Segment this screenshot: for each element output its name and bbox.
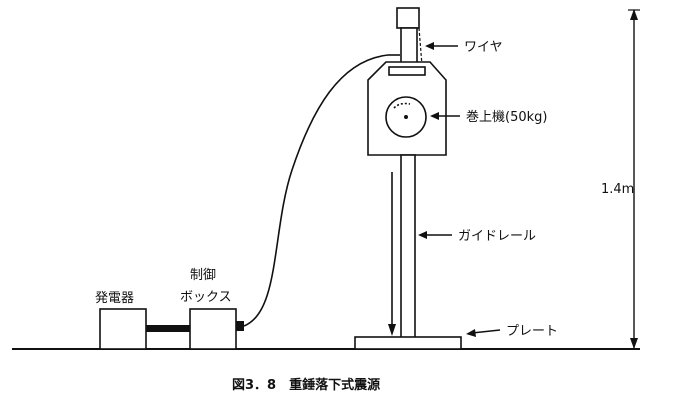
generator-box bbox=[99, 308, 147, 350]
guide-rail-label: ガイドレール bbox=[458, 229, 536, 244]
base-plate bbox=[354, 336, 462, 350]
winch-slot bbox=[388, 66, 426, 76]
winch-drum-shade bbox=[393, 102, 411, 109]
plate-leader-head bbox=[466, 329, 476, 337]
generator-connector bbox=[146, 325, 190, 332]
wire-leader-head bbox=[425, 42, 434, 50]
control-box-label-line1: 制御 bbox=[190, 268, 216, 283]
control-box bbox=[189, 308, 237, 350]
height-arrow-top bbox=[630, 9, 638, 20]
height-label: 1.4m bbox=[601, 182, 634, 197]
control-cable bbox=[243, 54, 389, 327]
top-pulley-block bbox=[396, 7, 420, 29]
wire-label: ワイヤ bbox=[464, 40, 503, 55]
control-box-plug bbox=[236, 321, 244, 331]
winch-drum-hub bbox=[404, 115, 408, 119]
guide-rail-leader-head bbox=[418, 231, 427, 239]
generator-label: 発電器 bbox=[95, 291, 134, 306]
control-box-label-line2: ボックス bbox=[180, 290, 232, 305]
guide-rail bbox=[400, 154, 416, 340]
height-arrow-bottom bbox=[630, 338, 638, 349]
plate-leader bbox=[471, 329, 501, 334]
winch-leader-head bbox=[430, 112, 439, 120]
winch-label: 巻上機(50kg) bbox=[466, 110, 547, 125]
figure-caption: 図3．8 重錘落下式震源 bbox=[232, 377, 380, 393]
plate-label: プレート bbox=[506, 324, 558, 339]
drop-arrow-head bbox=[388, 324, 396, 336]
